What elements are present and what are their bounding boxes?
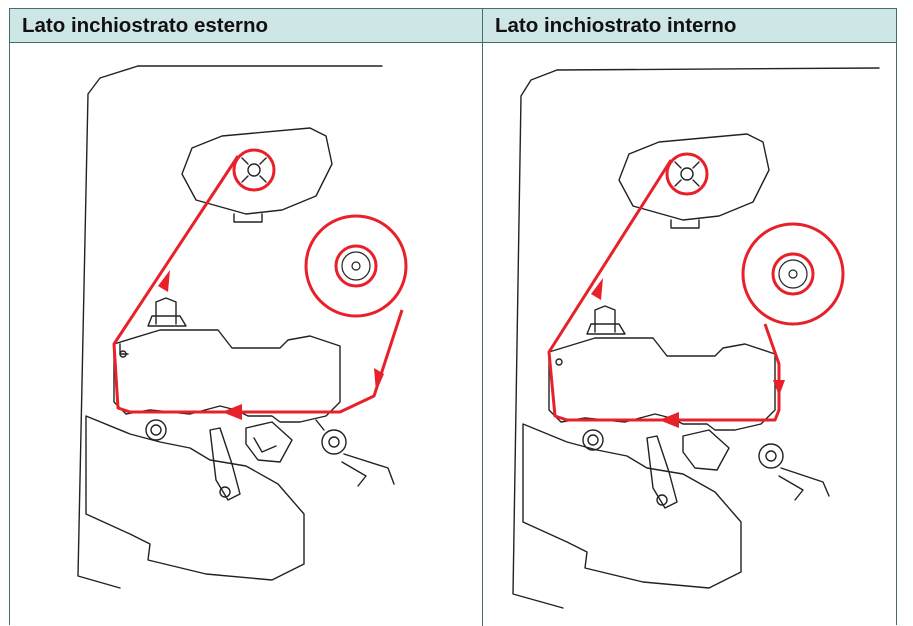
arrow-left-icon (222, 404, 242, 420)
outer-ink-ribbon-diagram (77, 65, 408, 589)
print-head-body (113, 329, 341, 423)
header-outer-ink-side: Lato inchiostrato esterno (22, 14, 269, 37)
arrow-down-icon (773, 380, 785, 396)
arrow-up-icon (591, 278, 603, 300)
lower-assembly (85, 415, 305, 581)
inner-ink-ribbon-diagram (512, 67, 880, 609)
arrow-up-icon (158, 270, 170, 292)
printer-cover-outline (77, 65, 139, 589)
ribbon-roll (304, 214, 408, 318)
ribbon-path (112, 155, 404, 414)
table-header-row: Lato inchiostrato esterno Lato inchiostr… (10, 9, 896, 43)
lower-assembly (522, 423, 742, 589)
arrow-down-icon (374, 368, 384, 392)
panel-outer-ink-diagram (10, 44, 482, 626)
supply-bracket (181, 127, 333, 215)
arrow-left-icon (659, 412, 679, 428)
ribbon-roll (741, 222, 845, 326)
print-head-body (548, 337, 776, 431)
comparison-table: Lato inchiostrato esterno Lato inchiostr… (9, 8, 897, 626)
panel-inner-ink-diagram (483, 44, 897, 626)
supply-bracket (618, 133, 770, 221)
header-inner-ink-side: Lato inchiostrato interno (495, 14, 737, 37)
column-divider (482, 9, 483, 626)
printer-cover-outline (512, 69, 564, 609)
